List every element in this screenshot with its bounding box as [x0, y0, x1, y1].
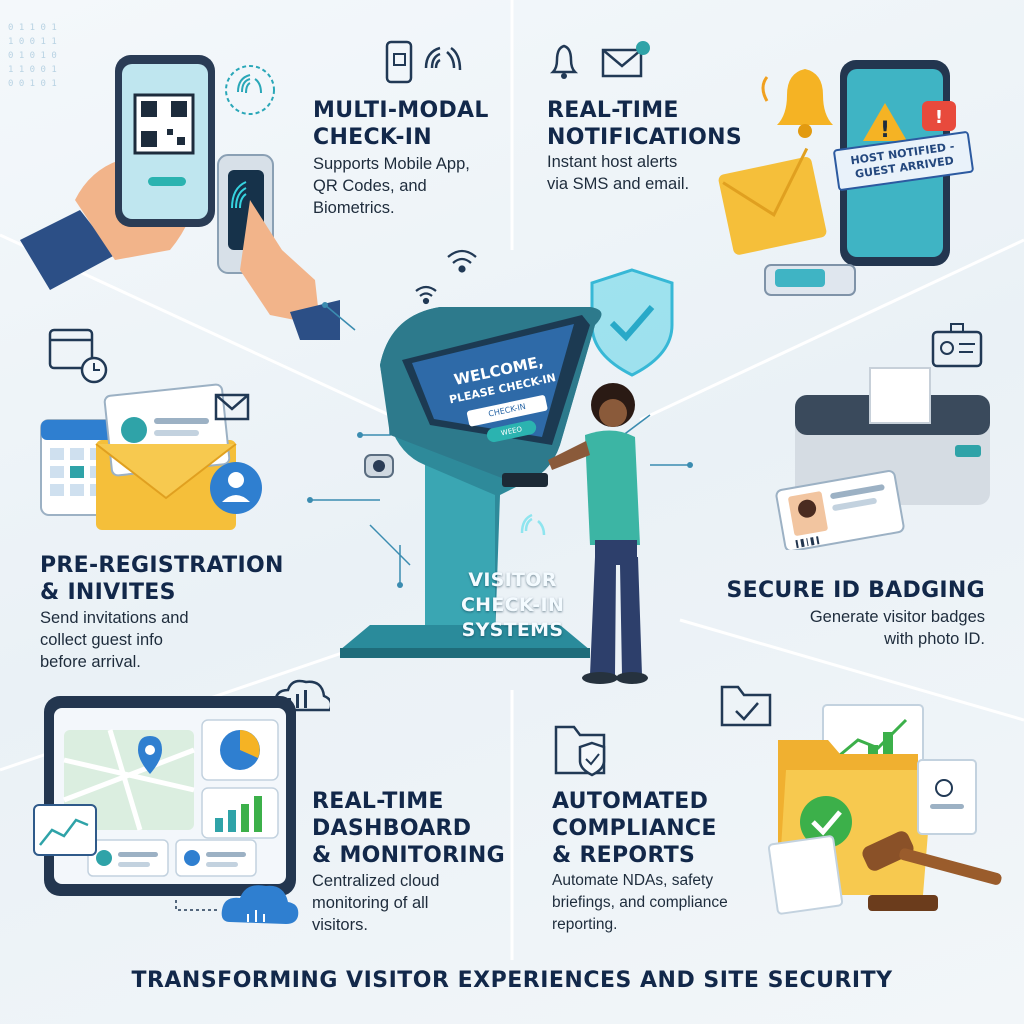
compliance-description: Automate NDAs, safety briefings, and com… [552, 870, 728, 936]
bell-icon [761, 69, 849, 138]
checkin-illustration [20, 55, 340, 340]
checkin-title: MULTI-MODAL CHECK-IN [313, 97, 489, 151]
compliance-small-icons [554, 685, 772, 777]
shield-check-icon [590, 268, 674, 377]
preregistration-title: PRE-REGISTRATION & INIVITES [40, 552, 284, 606]
preregistration-title-line: & INIVITES [40, 580, 176, 605]
checkin-title-line: MULTI-MODAL [313, 98, 489, 123]
badging-title: SECURE ID BADGING [680, 577, 985, 604]
svg-text:!: ! [880, 118, 890, 143]
badging-title-line: SECURE ID BADGING [726, 578, 985, 603]
svg-text:0 1 1 0 1: 0 1 1 0 1 [8, 23, 57, 33]
compliance-desc-line: reporting. [552, 916, 618, 933]
folder-icon [720, 685, 772, 727]
svg-text:0 0 1 0 1: 0 0 1 0 1 [8, 79, 57, 89]
svg-text:1 0 0 1 1: 1 0 0 1 1 [8, 37, 57, 47]
preregistration-desc-line: Send invitations and [40, 609, 189, 627]
badging-desc-line: Generate visitor badges [809, 608, 985, 626]
warning-icon: ! [863, 103, 907, 143]
dashboard-description: Centralized cloud monitoring of all visi… [312, 870, 440, 936]
kiosk-illustration [307, 249, 693, 684]
compliance-title-line: & REPORTS [552, 843, 696, 868]
notifications-title-line: NOTIFICATIONS [547, 125, 743, 150]
checkin-desc-line: QR Codes, and [313, 177, 427, 195]
dashboard-title-line: REAL-TIME [312, 789, 444, 814]
qr-phone-icon [115, 55, 215, 227]
compliance-illustration [768, 704, 1002, 915]
compliance-title-line: COMPLIANCE [552, 816, 717, 841]
preregistration-desc-line: before arrival. [40, 653, 141, 671]
fingerprint-icon [225, 65, 275, 115]
printer-icon [795, 367, 990, 505]
compliance-desc-line: briefings, and compliance [552, 894, 728, 911]
checkin-description: Supports Mobile App, QR Codes, and Biome… [313, 153, 470, 219]
checkin-title-line: CHECK-IN [313, 125, 432, 150]
compliance-desc-line: Automate NDAs, safety [552, 872, 714, 889]
envelope-icon [601, 41, 650, 78]
badging-description: Generate visitor badges with photo ID. [700, 606, 985, 650]
badging-illustration [775, 323, 990, 550]
compliance-title: AUTOMATED COMPLIANCE & REPORTS [552, 788, 717, 869]
notifications-title-line: REAL-TIME [547, 98, 679, 123]
map-pin-icon [138, 736, 162, 774]
footer-tagline: TRANSFORMING VISITOR EXPERIENCES AND SIT… [131, 968, 893, 993]
wifi-icon [415, 249, 477, 305]
notification-small-icons [549, 41, 650, 79]
checkin-desc-line: Supports Mobile App, [313, 155, 470, 173]
kiosk-title-line: SYSTEMS [461, 619, 564, 641]
preregistration-description: Send invitations and collect guest info … [40, 607, 189, 673]
preregistration-desc-line: collect guest info [40, 631, 163, 649]
dashboard-desc-line: monitoring of all [312, 894, 429, 912]
bell-icon [549, 44, 579, 79]
svg-text:1 1 0 0 1: 1 1 0 0 1 [8, 65, 57, 75]
id-card-icon [931, 323, 983, 368]
envelope-icon [214, 393, 250, 421]
notifications-description: Instant host alerts via SMS and email. [547, 151, 689, 195]
badging-desc-line: with photo ID. [884, 630, 985, 648]
calendar-icon [48, 328, 108, 384]
gavel-icon [862, 831, 1002, 911]
dashboard-desc-line: visitors. [312, 916, 368, 934]
dashboard-illustration [33, 679, 330, 924]
phone-qr-icon [385, 40, 462, 84]
preregistration-illustration [40, 328, 262, 530]
dashboard-desc-line: Centralized cloud [312, 872, 440, 890]
notifications-title: REAL-TIME NOTIFICATIONS [547, 97, 742, 151]
shield-check-icon [554, 725, 606, 777]
dashboard-title-line: & MONITORING [312, 843, 505, 868]
notifications-desc-line: via SMS and email. [547, 175, 690, 193]
envelope-icon [718, 147, 827, 255]
dashboard-title-line: DASHBOARD [312, 816, 472, 841]
checkin-desc-line: Biometrics. [313, 199, 395, 217]
preregistration-title-line: PRE-REGISTRATION [40, 553, 284, 578]
compliance-title-line: AUTOMATED [552, 789, 709, 814]
kiosk-title-line: CHECK-IN [460, 594, 565, 616]
svg-text:0 1 0 1 0: 0 1 0 1 0 [8, 51, 57, 61]
dashboard-title: REAL-TIME DASHBOARD & MONITORING [312, 788, 505, 869]
kiosk-title-line: VISITOR [468, 569, 557, 591]
svg-text:!: ! [935, 107, 943, 128]
kiosk-title: VISITOR CHECK-IN SYSTEMS [430, 568, 595, 643]
notifications-desc-line: Instant host alerts [547, 153, 678, 171]
